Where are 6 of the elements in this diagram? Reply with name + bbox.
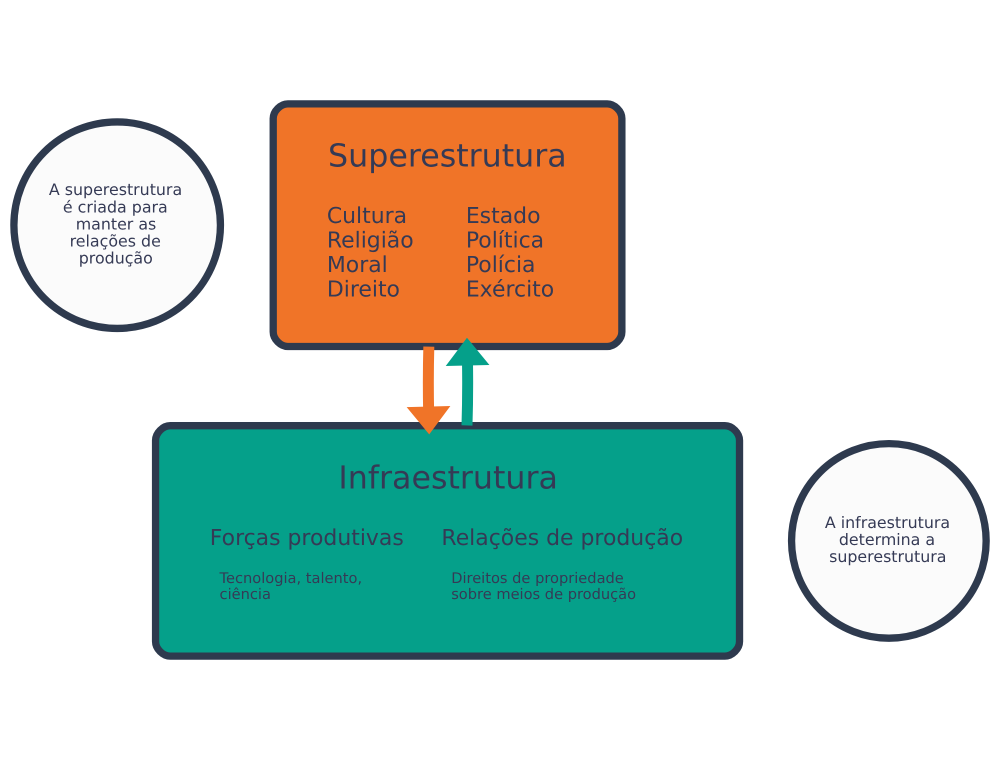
node-circle: A infraestrutura determina a superestrutura bbox=[788, 440, 990, 642]
arrow bbox=[406, 346, 450, 434]
node-circle: A superestrutura é criada para manter as relações de produção bbox=[10, 118, 224, 332]
node-box: Superestrutura Cultura Religião Moral Direito Estado Política Polícia Exército bbox=[270, 100, 626, 350]
arrow bbox=[446, 338, 490, 426]
node-box: Infraestrutura Forças produtivas Tecnologia, talento, ciência Relações de produção Direitos de propriedade sobre meios de produção bbox=[152, 422, 744, 660]
